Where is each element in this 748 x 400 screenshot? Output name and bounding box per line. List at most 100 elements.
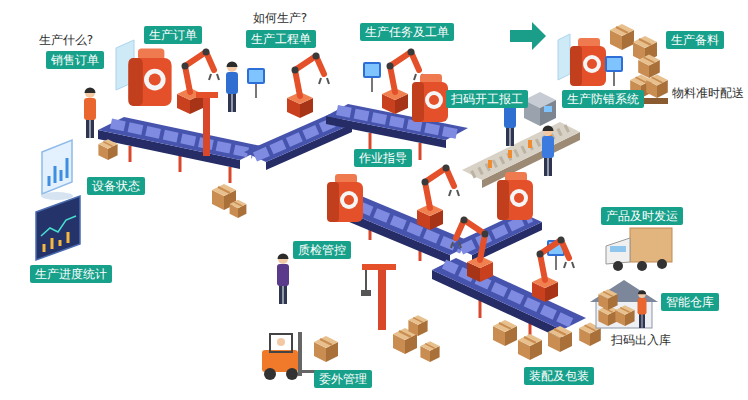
monitor <box>605 56 623 86</box>
label-text: 生产任务及工单 <box>365 25 449 39</box>
label-text: 设备状态 <box>92 179 140 193</box>
progress-screen <box>59 240 62 246</box>
gantry <box>196 92 218 156</box>
label-text: 装配及包装 <box>529 369 589 383</box>
conveyor-belt <box>255 119 341 157</box>
truck <box>657 259 667 269</box>
label-box: 生产工程单 <box>246 30 316 48</box>
person <box>277 254 289 305</box>
label-box: 扫码开工报工 <box>446 90 528 108</box>
caption-text: 扫码出入库 <box>610 333 672 347</box>
label-box: 作业指导 <box>354 149 412 167</box>
conveyor-belt <box>98 117 266 183</box>
label-box: 智能仓库 <box>661 293 719 311</box>
label-text: 生产进度统计 <box>35 267 107 281</box>
pallet <box>638 55 660 78</box>
robot-arm <box>532 237 574 303</box>
pallet <box>646 75 668 98</box>
warehouse <box>638 290 647 328</box>
label-text: 生产工程单 <box>251 32 311 46</box>
label-box: 生产任务及工单 <box>360 23 454 41</box>
truck <box>613 261 623 271</box>
machine-housing <box>412 74 448 122</box>
conveyor-belt <box>369 133 372 150</box>
label-text: 销售订单 <box>51 53 99 67</box>
truck <box>606 228 672 271</box>
station-belt <box>528 140 532 148</box>
label-box: 生产防错系统 <box>562 90 644 108</box>
gantry <box>365 270 367 290</box>
person <box>84 88 96 139</box>
label-text: 扫码开工报工 <box>451 92 523 106</box>
forklift <box>298 332 302 376</box>
conveyor-belt <box>179 156 182 172</box>
station-belt <box>508 150 512 158</box>
truck <box>637 261 647 271</box>
conveyor-belt <box>111 124 253 154</box>
cardboard-box <box>518 334 542 360</box>
conveyor-belt <box>229 167 232 183</box>
gantry <box>362 264 396 270</box>
person <box>226 62 238 113</box>
machine-housing <box>570 38 606 86</box>
label-box: 生产备料 <box>666 31 724 49</box>
progress-screen <box>51 238 54 249</box>
label-text: 生产订单 <box>149 28 197 42</box>
label-text: 作业指导 <box>359 151 407 165</box>
label-box: 装配及包装 <box>524 367 594 385</box>
label-text: 生产防错系统 <box>567 92 639 106</box>
truck <box>606 238 630 264</box>
label-text: 委外管理 <box>319 372 367 386</box>
robot-arm <box>451 217 493 283</box>
machine-housing <box>327 174 363 222</box>
cardboard-box <box>420 341 439 362</box>
label-text: 智能仓库 <box>666 295 714 309</box>
status-screen <box>42 140 72 194</box>
forklift <box>270 334 292 352</box>
robot-arm <box>177 49 219 115</box>
label-text: 生产备料 <box>671 33 719 47</box>
robot-arm <box>417 165 459 231</box>
warehouse <box>590 280 658 328</box>
status-screen <box>60 170 63 181</box>
truck <box>630 228 672 262</box>
cardboard-box <box>314 336 338 362</box>
status-screen <box>54 166 57 183</box>
progress-screen <box>41 216 76 236</box>
conveyor-belt <box>479 300 482 318</box>
progress-screen <box>43 244 46 252</box>
caption-text: 如何生产? <box>252 11 308 25</box>
label-box: 生产订单 <box>144 26 202 44</box>
gantry <box>203 96 210 156</box>
cardboard-box <box>610 24 634 50</box>
station-belt <box>472 127 570 175</box>
label-box: 销售订单 <box>46 51 104 69</box>
scanner-machine <box>544 106 552 112</box>
glass-panel <box>558 34 570 80</box>
progress-screen <box>67 232 70 243</box>
label-box: 委外管理 <box>314 370 372 388</box>
forklift <box>262 332 316 380</box>
cardboard-box <box>493 320 517 346</box>
scanner-machine <box>524 92 556 126</box>
station-belt <box>462 122 580 180</box>
cardboard-box <box>408 315 427 336</box>
status-screen <box>48 176 51 186</box>
machine-housing <box>497 172 533 220</box>
machine-housing <box>128 48 171 106</box>
warehouse <box>615 305 634 326</box>
robot-arm <box>287 53 329 119</box>
conveyor-belt <box>419 143 422 160</box>
cardboard-box <box>230 200 247 218</box>
label-box: 设备状态 <box>87 177 145 195</box>
forklift <box>264 368 276 380</box>
truck <box>610 246 626 252</box>
person <box>542 126 554 177</box>
label-box: 质检管控 <box>293 241 351 259</box>
progress-screen <box>36 196 80 260</box>
monitor <box>247 68 265 98</box>
scanner-machine <box>540 100 556 126</box>
label-text: 质检管控 <box>298 243 346 257</box>
gantry <box>378 268 386 330</box>
